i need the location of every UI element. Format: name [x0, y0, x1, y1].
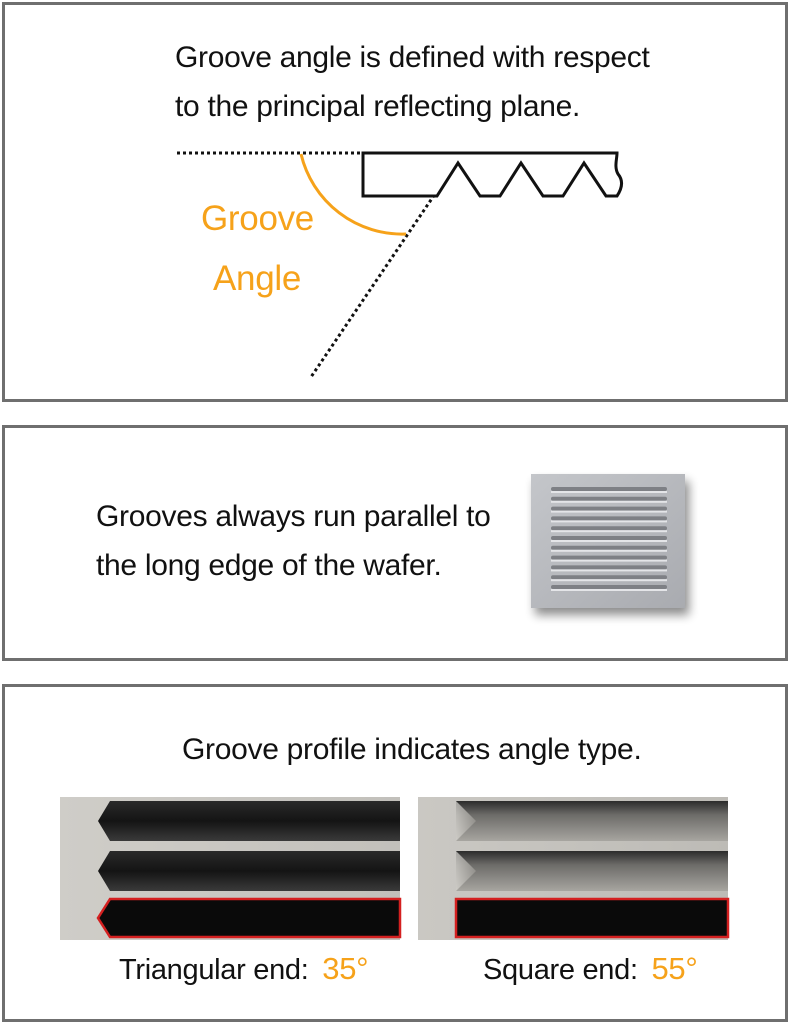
- definition-line-2: to the principal reflecting plane.: [175, 90, 581, 123]
- wafer-groove-highlight: [551, 569, 667, 572]
- triangular-groove-highlighted: [96, 897, 402, 939]
- wafer-groove: [551, 555, 667, 560]
- square-groove-1: [456, 801, 728, 841]
- groove-profile-panel: Groove profile indicates angle type.: [2, 684, 788, 1022]
- square-groove-1-wall: [456, 801, 476, 841]
- groove-angle-label-line-1: Groove: [201, 199, 314, 238]
- square-groove-2-wall: [456, 851, 476, 891]
- wafer-groove-highlight: [551, 500, 667, 503]
- triangular-end-caption: Triangular end: 35°: [119, 946, 369, 993]
- wafer-groove-highlight: [551, 491, 667, 493]
- groove-angle-arc: [299, 153, 407, 236]
- square-end-angle: 55°: [651, 951, 698, 986]
- wafer-groove: [551, 487, 667, 491]
- wafer-groove-lines: [551, 487, 667, 591]
- wafer-groove: [551, 545, 667, 550]
- profile-heading: Groove profile indicates angle type.: [182, 733, 642, 766]
- groove-angle-panel: Groove angle is defined with respect to …: [2, 2, 788, 402]
- triangular-groove-2: [98, 851, 400, 891]
- groove-angle-label-line-2: Angle: [213, 259, 302, 298]
- wafer-groove: [551, 496, 667, 501]
- groove-orientation-panel: Grooves always run parallel to the long …: [2, 425, 788, 661]
- orientation-line-2: the long edge of the wafer.: [96, 549, 442, 582]
- square-end-illustration: [418, 797, 730, 940]
- wafer-groove-highlight: [551, 589, 667, 591]
- wafer-groove-highlight: [551, 549, 667, 552]
- wafer-groove: [551, 526, 667, 531]
- definition-line-1: Groove angle is defined with respect: [175, 41, 650, 74]
- square-groove-2: [456, 851, 728, 891]
- square-end-caption: Square end: 55°: [483, 946, 698, 993]
- wafer-groove-highlight: [551, 510, 667, 513]
- square-groove-highlighted: [454, 897, 730, 939]
- wafer-groove: [551, 575, 667, 580]
- grating-profile-outline: [361, 151, 624, 198]
- wafer-groove: [551, 565, 667, 570]
- wafer-groove-highlight: [551, 559, 667, 562]
- orientation-line-1: Grooves always run parallel to: [96, 500, 491, 533]
- groove-angle-diagram: [177, 151, 624, 378]
- wafer-groove: [551, 506, 667, 511]
- triangular-end-angle: 35°: [322, 951, 369, 986]
- wafer-groove-highlight: [551, 520, 667, 523]
- triangular-end-illustration: [60, 797, 402, 940]
- wafer-groove: [551, 516, 667, 521]
- wafer-groove-highlight: [551, 540, 667, 542]
- wafer-groove: [551, 536, 667, 540]
- wafer-groove-highlight: [551, 579, 667, 582]
- wafer-groove: [551, 585, 667, 589]
- wafer-illustration: [531, 474, 685, 608]
- triangular-end-label: Triangular end:: [119, 954, 309, 986]
- wafer-groove-highlight: [551, 530, 667, 533]
- square-end-label: Square end:: [483, 954, 638, 986]
- triangular-groove-1: [98, 801, 400, 841]
